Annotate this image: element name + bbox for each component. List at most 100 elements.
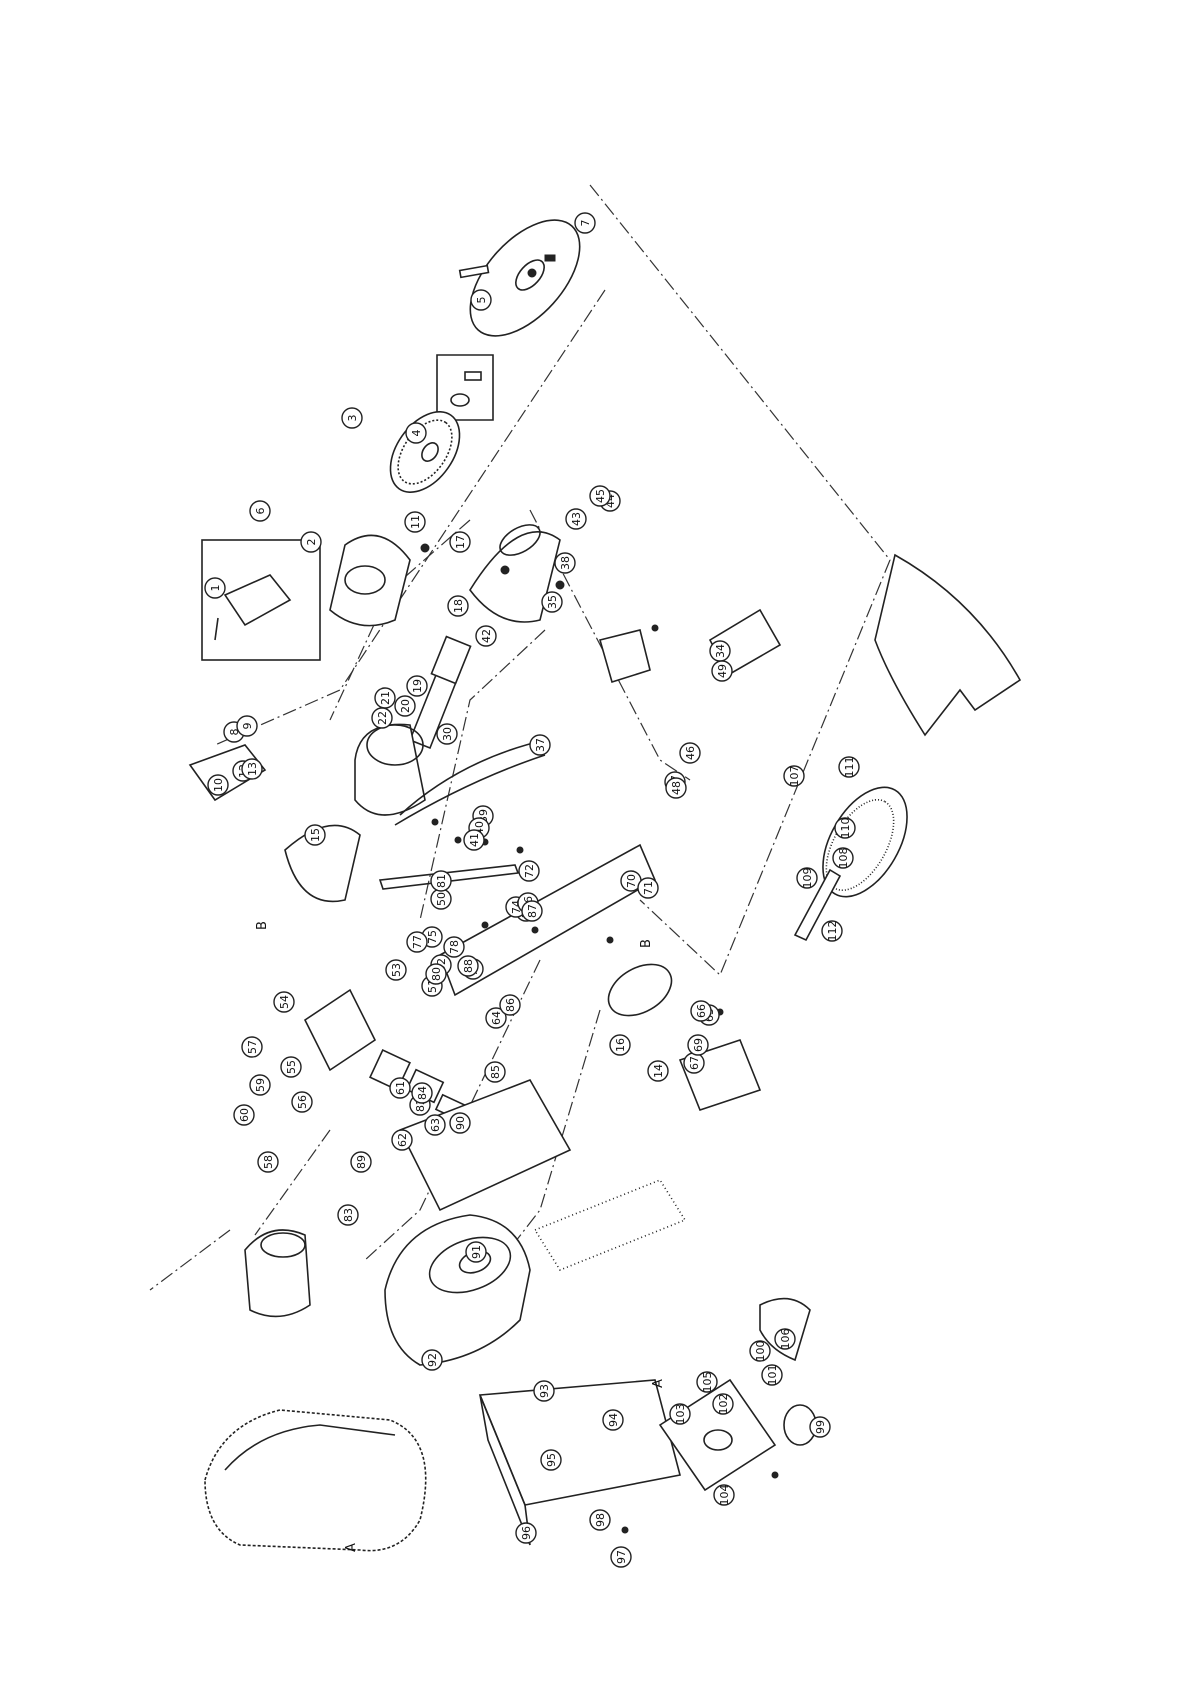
callout-34: 34 [709, 640, 731, 662]
detail-box-small [436, 354, 494, 421]
callout-text: 85 [489, 1065, 502, 1079]
frame-strip [378, 864, 520, 890]
callout-text: 66 [695, 1004, 708, 1018]
callout-text: 58 [262, 1155, 275, 1169]
callout-4: 4 [405, 422, 427, 444]
callout-text: 63 [429, 1118, 442, 1132]
platen-plate [398, 1079, 572, 1212]
callout-106: 106 [774, 1328, 796, 1350]
section-letter-B: B [639, 939, 654, 948]
callout-7: 7 [574, 212, 596, 234]
callout-text: 7 [579, 220, 592, 227]
callout-112: 112 [821, 920, 843, 942]
callout-92: 92 [421, 1349, 443, 1371]
callout-89: 89 [350, 1151, 372, 1173]
callout-19: 19 [406, 675, 428, 697]
callout-text: 13 [246, 762, 259, 776]
callout-text: 89 [355, 1155, 368, 1169]
callout-text: 8 [228, 729, 241, 736]
callout-text: 106 [779, 1329, 792, 1350]
callout-text: 21 [379, 691, 392, 705]
callout-101: 101 [761, 1364, 783, 1386]
callout-10: 10 [207, 774, 229, 796]
callout-81: 81 [430, 870, 452, 892]
callout-text: 34 [714, 644, 727, 658]
callout-111: 111 [838, 756, 860, 778]
callout-text: 87 [526, 904, 539, 918]
callout-98: 98 [589, 1509, 611, 1531]
callout-text: 38 [559, 556, 572, 570]
callout-text: 86 [504, 998, 517, 1012]
callout-78: 78 [443, 936, 465, 958]
callout-text: 107 [788, 766, 801, 787]
callout-6: 6 [249, 500, 271, 522]
callout-text: 20 [399, 699, 412, 713]
sanding-sheet [533, 1179, 687, 1271]
callout-text: 15 [309, 828, 322, 842]
contact-drum [384, 1214, 531, 1366]
callout-text: 83 [342, 1208, 355, 1222]
callout-14: 14 [647, 1060, 669, 1082]
callout-87: 87 [521, 900, 543, 922]
callout-94: 94 [602, 1409, 624, 1431]
callout-text: 93 [538, 1384, 551, 1398]
callout-text: 77 [411, 935, 424, 949]
callout-83: 83 [337, 1204, 359, 1226]
callout-16: 16 [609, 1034, 631, 1056]
callout-96: 96 [515, 1522, 537, 1544]
callout-text: 94 [607, 1413, 620, 1427]
callout-48: 48 [665, 777, 687, 799]
callout-103: 103 [669, 1403, 691, 1425]
callout-71: 71 [637, 877, 659, 899]
callout-text: 80 [430, 967, 443, 981]
callout-labels: 1234567891011121314151617181920212230343… [204, 212, 860, 1568]
callout-text: 70 [625, 874, 638, 888]
callout-text: 56 [296, 1095, 309, 1109]
callout-95: 95 [540, 1449, 562, 1471]
callout-text: 54 [278, 995, 291, 1009]
callout-text: 1 [209, 585, 222, 592]
callout-text: 97 [615, 1550, 628, 1564]
callout-63: 63 [424, 1114, 446, 1136]
callout-text: 103 [674, 1404, 687, 1425]
callout-text: 95 [545, 1453, 558, 1467]
callout-9: 9 [236, 715, 258, 737]
callout-text: 104 [718, 1485, 731, 1506]
callout-text: 60 [238, 1108, 251, 1122]
belt-guard [478, 1379, 681, 1546]
callout-2: 2 [300, 531, 322, 553]
callout-text: 75 [426, 930, 439, 944]
flange-disc [469, 219, 581, 337]
callout-text: 30 [441, 727, 454, 741]
callout-text: 14 [652, 1064, 665, 1078]
callout-93: 93 [533, 1380, 555, 1402]
callout-109: 109 [796, 867, 818, 889]
callout-1: 1 [204, 577, 226, 599]
main-frame-arm [439, 843, 673, 1017]
callout-text: 78 [448, 940, 461, 954]
callout-91: 91 [465, 1241, 487, 1263]
callout-55: 55 [280, 1056, 302, 1078]
callout-text: 111 [843, 757, 856, 778]
callout-text: 62 [396, 1133, 409, 1147]
tension-housing [303, 988, 377, 1072]
callout-text: 90 [454, 1116, 467, 1130]
callout-53: 53 [385, 959, 407, 981]
callout-text: 84 [416, 1086, 429, 1100]
callout-99: 99 [809, 1416, 831, 1438]
callout-80: 80 [425, 963, 447, 985]
callout-text: 48 [670, 781, 683, 795]
callout-text: 6 [254, 508, 267, 515]
callout-text: 98 [594, 1513, 607, 1527]
callout-text: 110 [839, 818, 852, 839]
callout-49: 49 [711, 660, 733, 682]
small-plate [759, 1297, 811, 1362]
callout-88: 88 [457, 955, 479, 977]
wire-brush-wheel [389, 410, 461, 494]
bolt-part [458, 264, 490, 279]
callout-50: 50 [430, 888, 452, 910]
section-letter-B: B [255, 921, 270, 930]
motor-end-cap [469, 524, 561, 623]
